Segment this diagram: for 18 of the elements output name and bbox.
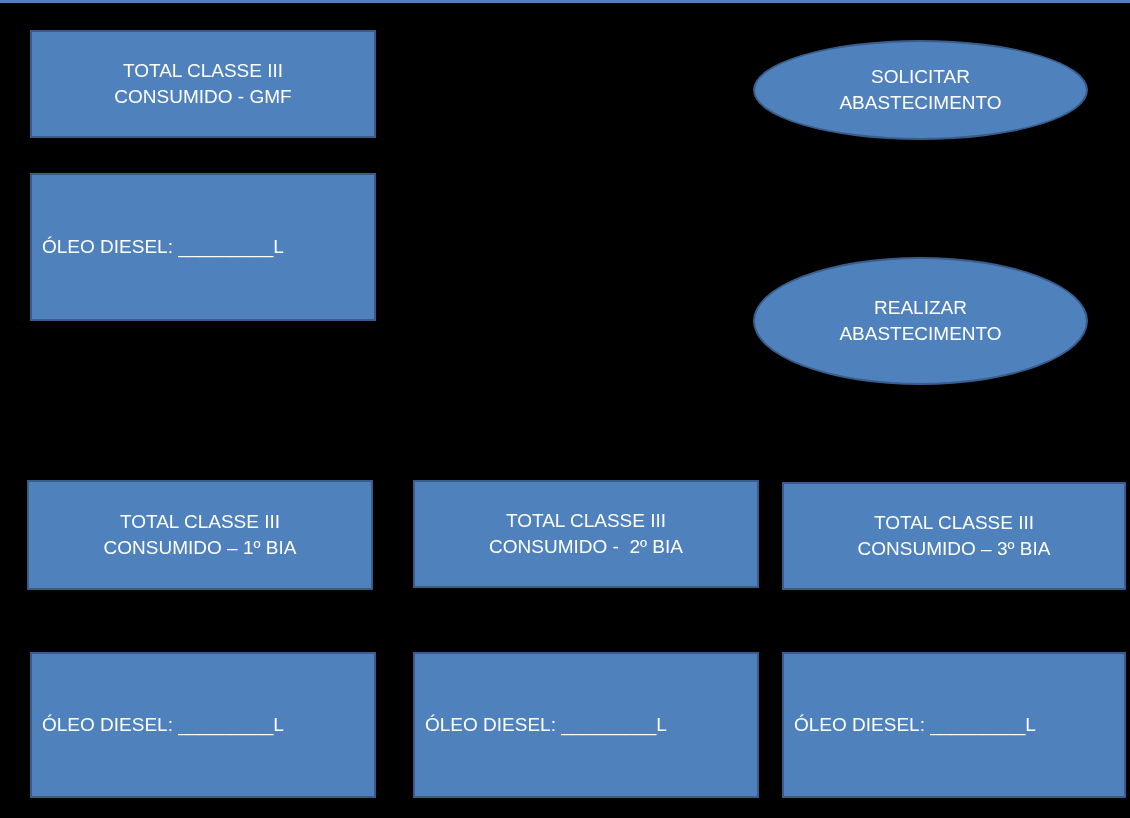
box-label: REALIZAR ABASTECIMENTO <box>838 296 1003 346</box>
box-label: SOLICITAR ABASTECIMENTO <box>838 65 1003 115</box>
box-label: TOTAL CLASSE III CONSUMIDO – 1º BIA <box>102 510 298 560</box>
process-box <box>30 652 376 798</box>
process-box <box>782 652 1126 798</box>
process-box <box>30 30 376 138</box>
process-box <box>782 482 1126 590</box>
box-label: ÓLEO DIESEL: _________L <box>42 235 284 260</box>
process-box <box>30 173 376 321</box>
box-label: TOTAL CLASSE III CONSUMIDO – 3º BIA <box>856 511 1052 561</box>
box-label: TOTAL CLASSE III CONSUMIDO - GMF <box>113 59 293 109</box>
box-label: ÓLEO DIESEL: _________L <box>42 713 284 738</box>
process-box <box>413 652 759 798</box>
box-label: ÓLEO DIESEL: _________L <box>794 713 1036 738</box>
box-label: ÓLEO DIESEL: _________L <box>425 713 667 738</box>
box-label: TOTAL CLASSE III CONSUMIDO - 2º BIA <box>488 509 684 559</box>
process-box <box>413 480 759 588</box>
process-box <box>27 480 373 590</box>
